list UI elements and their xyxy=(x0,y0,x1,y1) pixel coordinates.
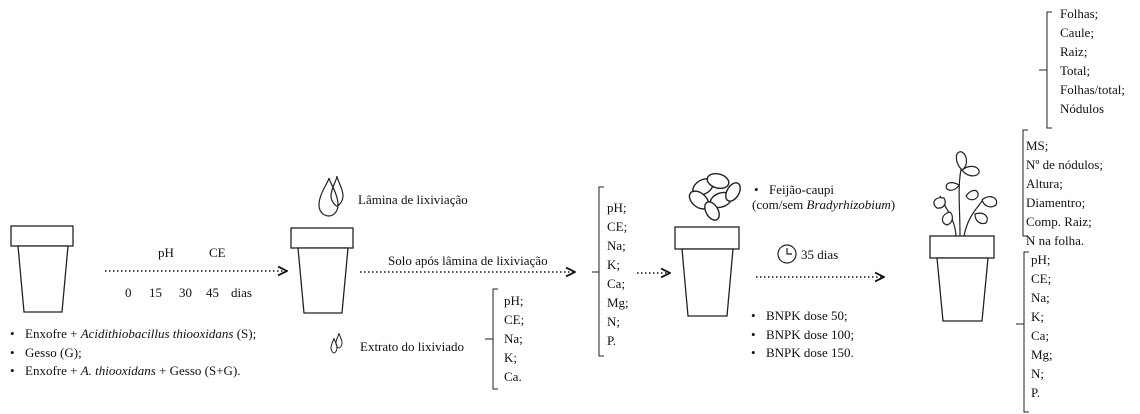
day-45: 45 xyxy=(206,285,219,300)
clock-icon xyxy=(777,244,797,264)
lamina-label: Lâmina de lixiviação xyxy=(358,192,468,207)
plant-icon xyxy=(933,151,998,237)
day-30: 30 xyxy=(179,285,192,300)
bracket-ms xyxy=(1039,11,1052,129)
pot-2-icon xyxy=(290,227,354,314)
treatments-list: Enxofre + Acidithiobacillus thiooxidans … xyxy=(10,325,256,381)
final-soil-list: pH; CE; Na; K; Ca; Mg; N; P. xyxy=(1031,252,1053,400)
inoculation-label: (com/sem Bradyrhizobium) xyxy=(752,197,896,212)
bracket-plant xyxy=(1022,129,1028,237)
day-0: 0 xyxy=(125,285,132,300)
treatment-item: Enxofre + Acidithiobacillus thiooxidans … xyxy=(10,325,256,344)
crop-label: Feijão-caupi xyxy=(754,181,834,200)
ce-label: CE xyxy=(209,245,226,260)
bracket-solo xyxy=(592,186,604,357)
doses-list: BNPK dose 50; BNPK dose 100; BNPK dose 1… xyxy=(751,307,854,363)
extrato-params: pH; CE; Na; K; Ca. xyxy=(504,293,525,384)
duration-label: 35 dias xyxy=(801,247,839,262)
treatment-item: Gesso (G); xyxy=(10,344,256,363)
pot-1-icon xyxy=(10,225,74,313)
plant-vars-list: MS; Nº de nódulos; Altura; Diamentro; Co… xyxy=(1026,138,1103,248)
bracket-extrato xyxy=(485,288,498,390)
extrato-label: Extrato do lixiviado xyxy=(360,339,464,354)
solo-label: Solo após lâmina de lixiviação xyxy=(388,253,548,268)
bracket-final-soil xyxy=(1016,251,1029,413)
day-15: 15 xyxy=(149,285,162,300)
water-drops-icon xyxy=(318,175,344,217)
bean-seeds-icon xyxy=(688,172,741,221)
pot-3-icon xyxy=(674,226,740,317)
small-drops-icon xyxy=(330,332,343,354)
ms-sub-list: Folhas; Caule; Raiz; Total; Folhas/total… xyxy=(1060,6,1125,116)
treatment-item: Enxofre + A. thiooxidans + Gesso (S+G). xyxy=(10,362,256,381)
ph-label: pH xyxy=(158,245,174,260)
solo-params: pH; CE; Na; K; Ca; Mg; N; P. xyxy=(607,200,629,348)
days-unit: dias xyxy=(231,285,252,300)
pot-4-icon xyxy=(929,235,995,322)
